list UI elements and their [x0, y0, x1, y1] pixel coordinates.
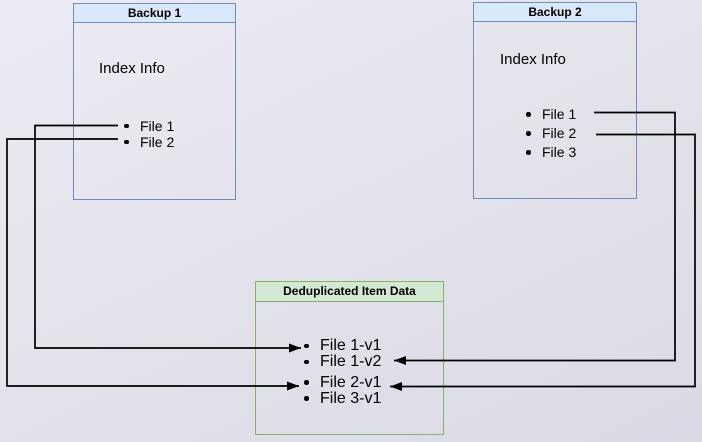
- file-list-item: File 2-v1: [300, 374, 381, 391]
- backup2-box: Backup 2 Index Info File 1 File 2 File 3: [473, 2, 637, 199]
- file-list-item: File 2: [522, 124, 576, 143]
- file-list-item: File 1: [120, 118, 174, 134]
- backup1-index-info-label: Index Info: [99, 60, 165, 77]
- backup1-box: Backup 1 Index Info File 1 File 2: [73, 3, 236, 200]
- deduplicated-item-data-header: Deduplicated Item Data: [256, 282, 443, 302]
- file-list-item: File 1-v2: [300, 354, 381, 370]
- backup1-header: Backup 1: [74, 4, 235, 23]
- backup1-file-list: File 1 File 2: [120, 118, 174, 150]
- file-list-item: File 3: [522, 143, 576, 162]
- backup2-index-info-label: Index Info: [500, 51, 566, 68]
- deduplicated-file-list: File 1-v1 File 1-v2 File 2-v1 File 3-v1: [300, 338, 381, 407]
- deduplicated-item-data-box: Deduplicated Item Data File 1-v1 File 1-…: [255, 281, 444, 435]
- backup2-file-list: File 1 File 2 File 3: [522, 105, 576, 162]
- backup2-header: Backup 2: [474, 3, 636, 22]
- file-list-item: File 3-v1: [300, 390, 381, 407]
- backup1-title: Backup 1: [127, 5, 182, 20]
- file-list-item: File 1-v1: [300, 338, 381, 354]
- backup2-title: Backup 2: [528, 4, 582, 19]
- file-list-item: File 2: [120, 134, 174, 150]
- file-list-item: File 1: [522, 105, 576, 124]
- deduplicated-item-data-title: Deduplicated Item Data: [283, 284, 416, 299]
